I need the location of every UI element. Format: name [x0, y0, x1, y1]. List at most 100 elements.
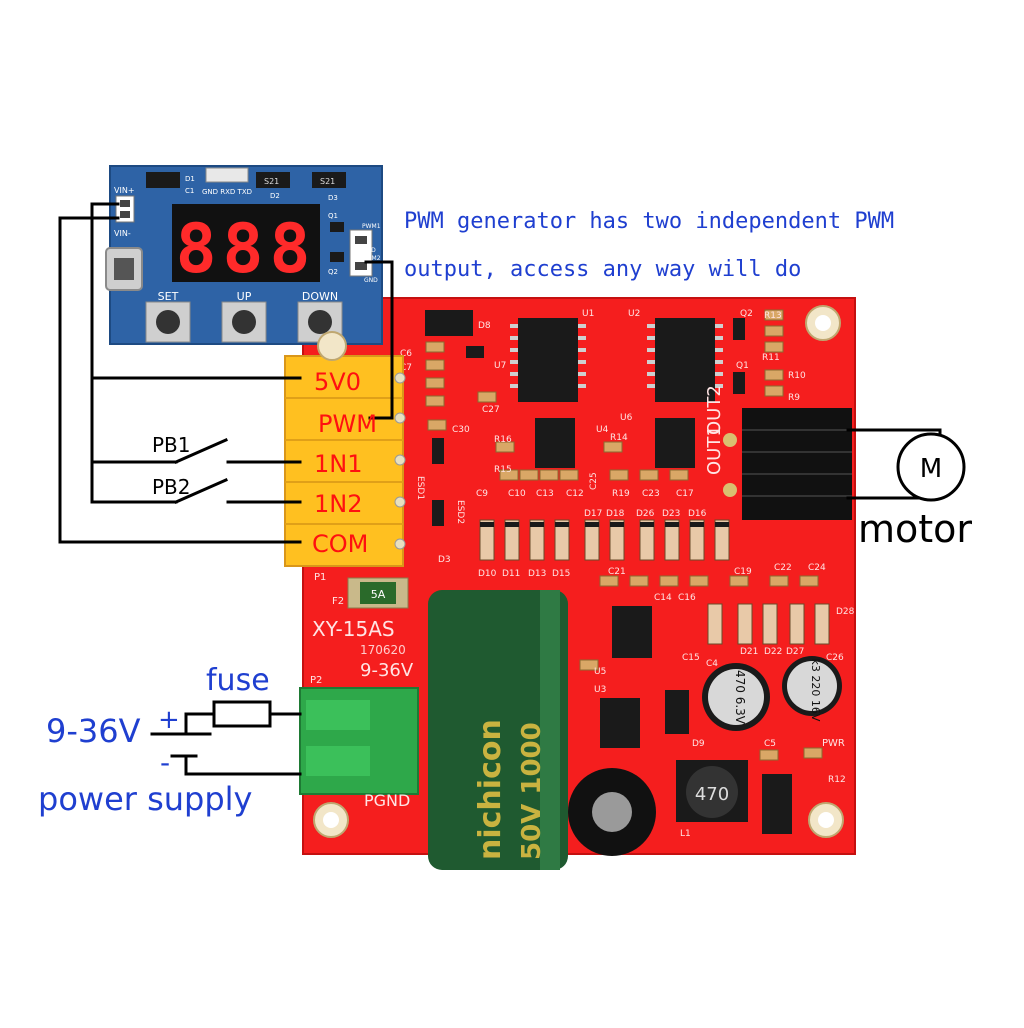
designator-d15: D15	[552, 569, 570, 579]
ic-pins	[510, 324, 723, 388]
designator-c6: C6	[400, 349, 412, 359]
designator-d28: D28	[836, 607, 855, 617]
inductor-coil	[686, 766, 738, 818]
pwm-out-gnd1: GND	[362, 247, 376, 254]
diode-d7	[762, 774, 792, 834]
board-pwr: PWR	[822, 738, 845, 749]
seven-segment-display	[172, 204, 320, 282]
designator-u4: U4	[596, 425, 609, 435]
switch-pb2	[174, 478, 228, 504]
designator-c30: C30	[452, 425, 470, 435]
input-terminal-body	[284, 355, 404, 567]
fuse-symbol	[212, 700, 272, 728]
note-line-1: PWM generator has two independent PWM	[404, 209, 894, 234]
designator-l1: L1	[680, 829, 691, 839]
power-supply-label: power supply	[38, 780, 252, 818]
designator-c22: C22	[774, 563, 792, 573]
smd-components	[425, 309, 830, 761]
designator-esd1: ESD1	[415, 476, 425, 500]
pwm-d3: D3	[328, 194, 338, 202]
designator-d10: D10	[478, 569, 497, 579]
plus-sign: +	[158, 705, 180, 735]
inductor-value: 470	[695, 784, 729, 805]
designator-c14: C14	[654, 593, 672, 603]
designator-c13: C13	[536, 489, 554, 499]
wire-negative	[184, 754, 302, 776]
wire-pwm-output	[364, 260, 394, 420]
designator-r13: R13	[764, 311, 782, 321]
capacitor-spec: 50V 1000	[517, 722, 547, 860]
designator-d3: D3	[438, 555, 451, 565]
terminal-label-com: COM	[312, 530, 368, 558]
annotation-labels: PWM generator has two independent PWM ou…	[38, 209, 972, 818]
board-out1: OUT1	[704, 425, 725, 475]
chip-u5	[612, 606, 652, 658]
pwm-vin-plus: VIN+	[114, 186, 135, 195]
terminal-label-in2: 1N2	[314, 490, 363, 518]
capacitor-c26-top	[787, 661, 837, 711]
designator-d22: D22	[764, 647, 782, 657]
display-digits: 888	[176, 210, 317, 289]
pwm-chip-d1	[146, 172, 180, 188]
designator-c12: C12	[566, 489, 584, 499]
designator-q2: Q2	[740, 309, 753, 319]
wires	[58, 202, 942, 776]
power-terminal-screw-top	[306, 700, 370, 730]
capacitor-c4-label: 470 6.3V	[733, 670, 747, 725]
fuse-label: fuse	[206, 663, 270, 698]
diode-d9	[665, 690, 689, 734]
diode-d8	[425, 310, 473, 336]
switch-label-pb2: PB2	[152, 475, 191, 499]
designator-r12: R12	[828, 775, 846, 785]
board-code: 170620	[360, 643, 406, 657]
pwm-d1: D1	[185, 175, 195, 183]
designator-r14: R14	[610, 433, 628, 443]
designator-c9: C9	[476, 489, 488, 499]
pwm-out-gnd2: GND	[364, 277, 378, 284]
designator-d13: D13	[528, 569, 546, 579]
designator-d16: D16	[688, 509, 707, 519]
minus-sign: -	[160, 746, 170, 779]
board-silkscreen: XY-15AS 170620 9-36V PGND P1 P2 F2 OUT1 …	[310, 309, 855, 839]
wire-pb2-left	[90, 376, 178, 504]
board-voltage: 9-36V	[360, 660, 414, 681]
designator-d21: D21	[740, 647, 758, 657]
onboard-fuse-body	[360, 582, 396, 604]
pwm-chip-d3	[312, 172, 346, 188]
designator-d17: D17	[584, 509, 602, 519]
designator-q1: Q1	[736, 361, 749, 371]
designator-u6: U6	[620, 413, 633, 423]
board-model: XY-15AS	[312, 617, 395, 641]
pwm-header-label: GND RXD TXD	[202, 188, 252, 196]
pwm-q2: Q2	[328, 268, 338, 276]
designator-u3: U3	[594, 685, 606, 695]
pwm-c1: C1	[185, 187, 194, 195]
designator-u2: U2	[628, 309, 640, 319]
main-capacitor-stripe	[540, 590, 560, 870]
designator-u1: U1	[582, 309, 594, 319]
motor-symbol-letter: M	[920, 454, 942, 484]
output-screw-pads	[723, 433, 737, 497]
micro-usb-opening	[114, 258, 134, 280]
designator-r16: R16	[494, 435, 512, 445]
switch-label-pb1: PB1	[152, 433, 191, 457]
designator-c7: C7	[400, 363, 412, 373]
designator-c27: C27	[482, 405, 500, 415]
terminal-label-5v0: 5V0	[314, 368, 361, 396]
board-f2: F2	[332, 596, 344, 607]
designator-u7: U7	[494, 361, 506, 371]
input-terminal-screws	[394, 372, 406, 550]
ic-chips	[425, 310, 715, 748]
output-terminal-ribs	[742, 429, 852, 497]
designator-r19: R19	[612, 489, 630, 499]
designator-d8: D8	[478, 321, 491, 331]
designator-r9: R9	[788, 393, 800, 403]
capacitor-c26-label: k3 220 16V	[809, 659, 822, 722]
designator-r15: R15	[494, 465, 512, 475]
terminal-label-pwm: PWM	[318, 410, 377, 438]
down-label: DOWN	[302, 290, 338, 303]
board-p1: P1	[314, 572, 326, 583]
designator-c5: C5	[764, 739, 776, 749]
